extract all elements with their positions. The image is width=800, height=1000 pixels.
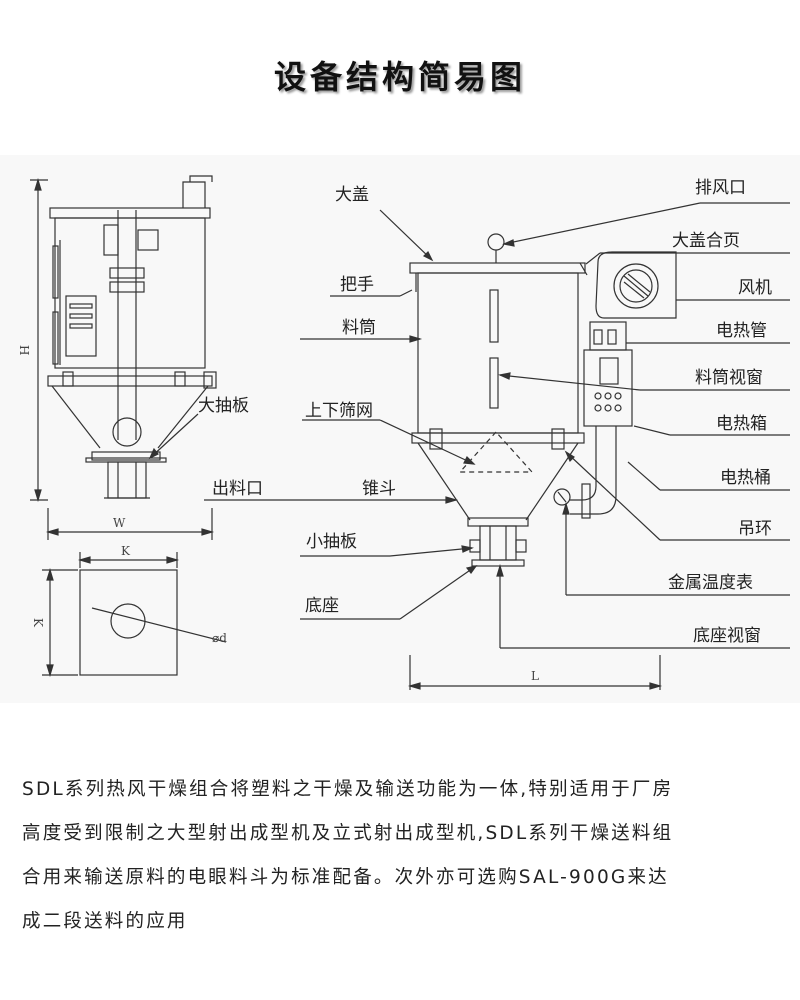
dimension-k-top: K xyxy=(121,544,131,558)
dimension-h: H xyxy=(17,345,31,355)
description-line: 高度受到限制之大型射出成型机及立式射出成型机,SDL系列干燥送料组 xyxy=(22,823,674,844)
page-title: 设备结构简易图 xyxy=(273,58,526,96)
label-jin-shu-wen-du-biao: 金属温度表 xyxy=(668,573,753,593)
label-da-chou-ban: 大抽板 xyxy=(198,396,249,416)
label-pai-feng-kou: 排风口 xyxy=(695,178,746,198)
description-line: SDL系列热风干燥组合将塑料之干燥及输送功能为一体,特别适用于厂房 xyxy=(22,779,674,800)
label-ba-shou: 把手 xyxy=(340,275,374,295)
label-liao-tong-shi-chuang: 料筒视窗 xyxy=(695,368,763,388)
label-diao-huan: 吊环 xyxy=(738,519,772,539)
label-da-gai: 大盖 xyxy=(335,185,369,205)
label-dian-re-guan: 电热管 xyxy=(716,321,767,341)
label-di-zuo: 底座 xyxy=(305,596,339,616)
label-da-gai-he-ye: 大盖合页 xyxy=(672,231,740,251)
front-view-drawing xyxy=(407,233,677,690)
leader-lines xyxy=(148,202,790,649)
side-view-drawing xyxy=(30,175,217,540)
label-shang-xia-shai-wang: 上下筛网 xyxy=(305,401,373,421)
dimension-k-side: K xyxy=(31,618,45,628)
label-dian-re-tong: 电热桶 xyxy=(720,468,771,488)
label-chu-liao-kou: 出料口 xyxy=(212,479,263,499)
label-di-zuo-shi-chuang: 底座视窗 xyxy=(693,626,761,646)
description-line: 合用来输送原料的电眼料斗为标准配备。次外亦可选购SAL-900G来达 xyxy=(22,867,669,888)
description-line: 成二段送料的应用 xyxy=(22,911,188,932)
label-liao-tong: 料筒 xyxy=(342,318,376,338)
dimension-d: ⌀d xyxy=(212,631,227,645)
description: SDL系列热风干燥组合将塑料之干燥及输送功能为一体,特别适用于厂房 高度受到限制… xyxy=(22,768,782,944)
base-plate-drawing xyxy=(42,552,227,678)
label-dian-re-xiang: 电热箱 xyxy=(716,414,767,434)
label-xiao-chou-ban: 小抽板 xyxy=(306,532,357,552)
dimension-w: W xyxy=(113,516,126,530)
dimension-l: L xyxy=(531,669,539,683)
label-feng-ji: 风机 xyxy=(738,278,772,298)
label-zhui-dou: 锥斗 xyxy=(362,479,396,499)
